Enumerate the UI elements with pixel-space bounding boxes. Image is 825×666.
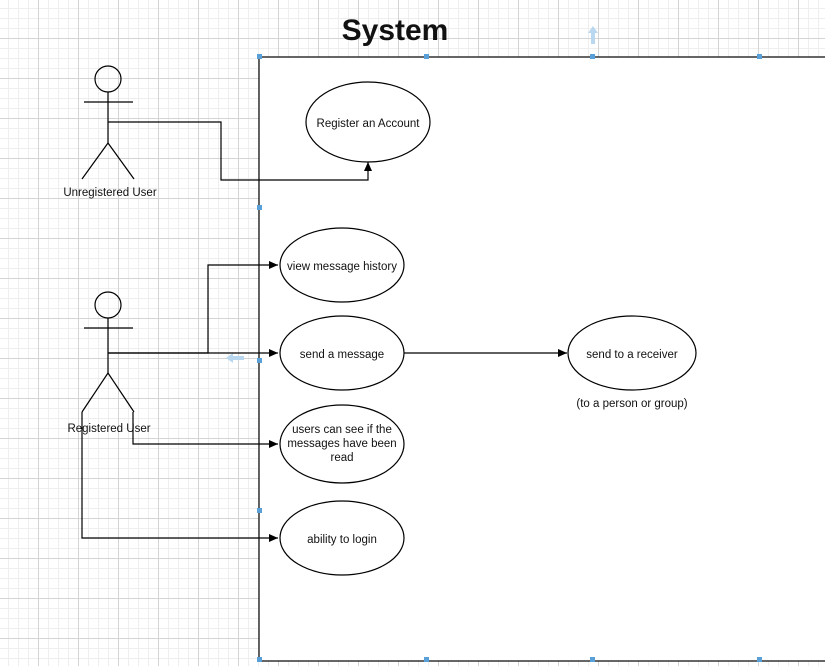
connector-to-read-receipts[interactable]: [132, 412, 278, 448]
actor-registered-user[interactable]: [81, 291, 135, 413]
connector-to-login[interactable]: [81, 412, 278, 542]
usecase-view-message-history[interactable]: view message history: [279, 227, 405, 303]
connector-to-register[interactable]: [108, 121, 372, 181]
usecase-ability-to-login[interactable]: ability to login: [279, 500, 405, 576]
usecase-label-send-receiver: send to a receiver: [586, 349, 678, 361]
usecase-send-to-receiver[interactable]: send to a receiver: [567, 315, 697, 391]
usecase-label-read-receipts-1: users can see if the: [292, 424, 392, 436]
usecase-label-login: ability to login: [307, 534, 377, 546]
usecase-label-read-receipts-2: messages have been: [287, 438, 396, 450]
actor-label-registered: Registered User: [67, 423, 150, 435]
usecase-label-view-history: view message history: [287, 261, 397, 273]
actor-unregistered-user[interactable]: [81, 65, 135, 180]
usecase-read-receipts[interactable]: users can see if the messages have been …: [279, 404, 405, 484]
usecase-label-read-receipts-3: read: [330, 452, 353, 464]
usecase-label-send-message: send a message: [300, 349, 384, 361]
connector-to-view-history[interactable]: [108, 261, 278, 354]
usecase-send-message[interactable]: send a message: [279, 315, 405, 391]
usecase-label-register: Register an Account: [317, 118, 421, 130]
selection-handles: [226, 26, 762, 662]
actor-label-unregistered: Unregistered User: [63, 187, 156, 199]
system-title: System: [342, 14, 449, 47]
usecase-register-account[interactable]: Register an Account: [305, 81, 431, 163]
receiver-note: (to a person or group): [576, 398, 687, 410]
